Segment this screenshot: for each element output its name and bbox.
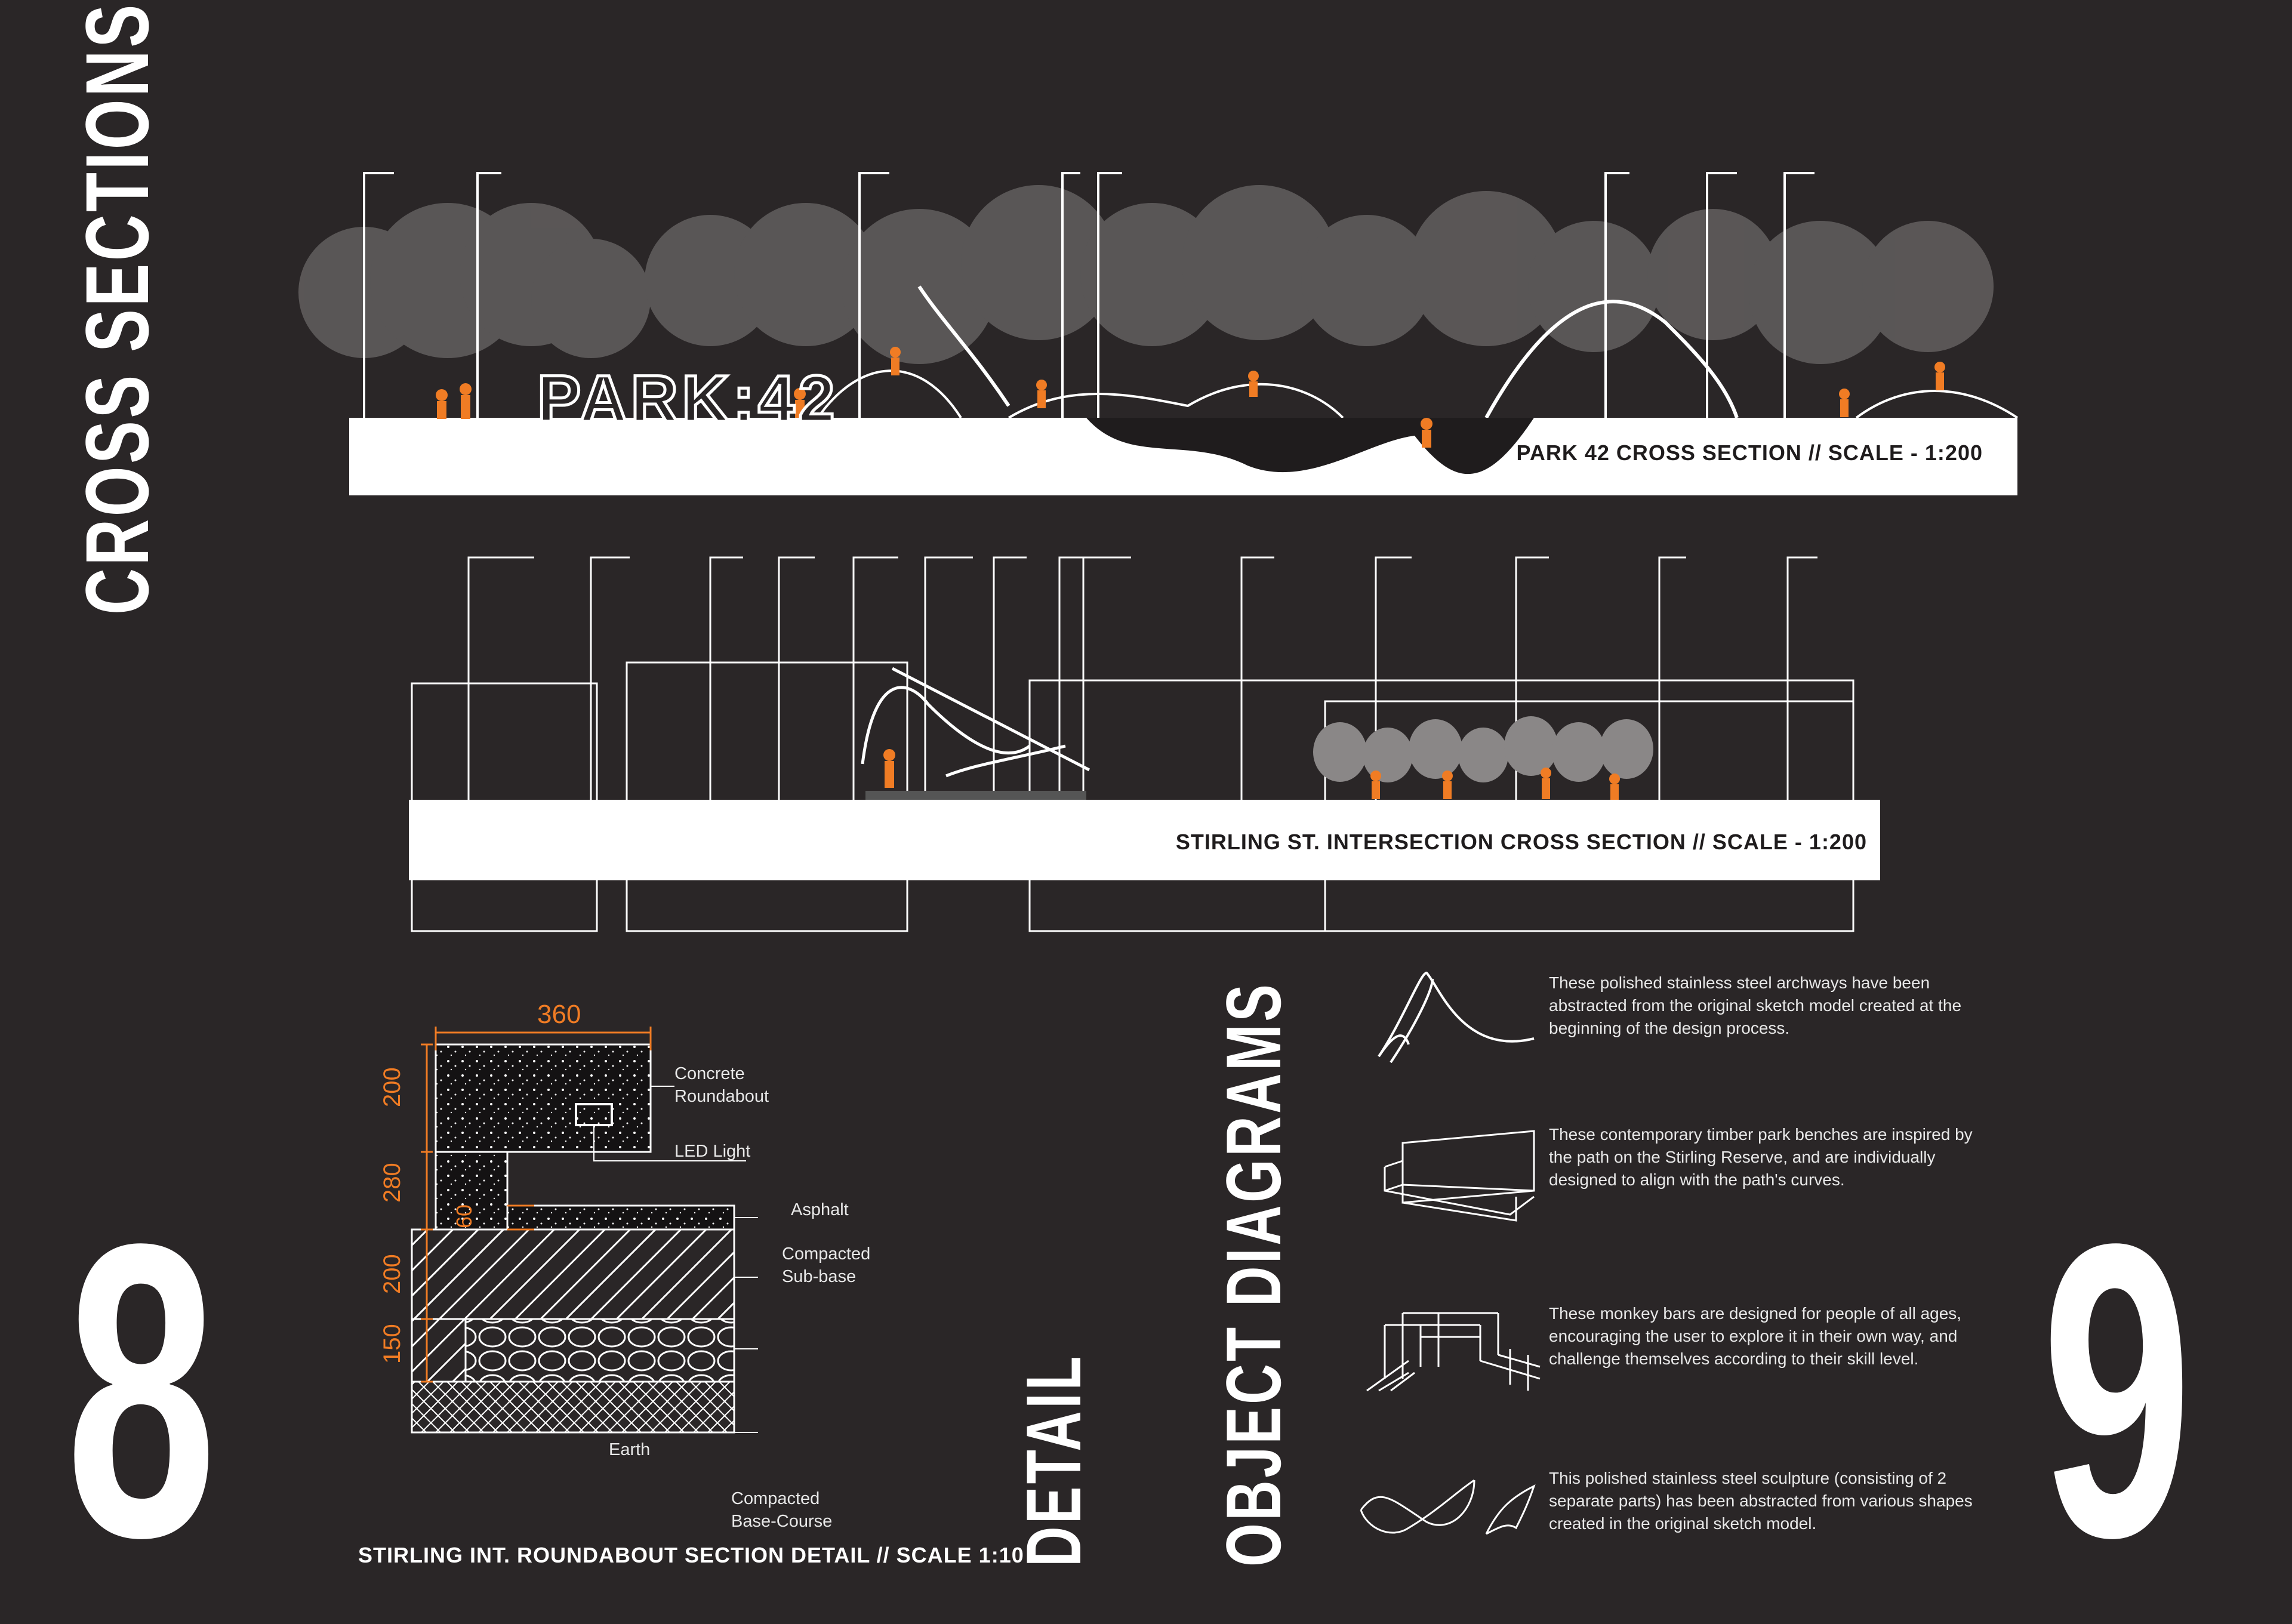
page-number-right: 9	[2041, 1157, 2193, 1624]
dim-200-mid: 200	[379, 1254, 405, 1294]
object-desc-sculpture: This polished stainless steel sculpture …	[1549, 1469, 1973, 1533]
stirling-caption: STIRLING ST. INTERSECTION CROSS SECTION …	[1175, 830, 1867, 854]
label-led-light: LED Light	[674, 1142, 751, 1161]
detail-caption: STIRLING INT. ROUNDABOUT SECTION DETAIL …	[358, 1543, 1024, 1567]
object-desc-archway: These polished stainless steel archways …	[1549, 973, 1962, 1037]
dim-60: 60	[452, 1204, 476, 1228]
label-earth: Earth	[609, 1440, 651, 1459]
label-compacted-base-course: Compacted Base-Course	[731, 1489, 833, 1531]
dim-200-top: 200	[379, 1067, 405, 1107]
label-compacted-sub-base: Compacted Sub-base	[782, 1244, 871, 1286]
page-number-left: 8	[66, 1157, 217, 1624]
bench-icon	[1384, 1130, 1535, 1222]
sculpture-icon	[1360, 1479, 1536, 1535]
park42-drawing	[298, 172, 2019, 495]
detail-title: DETAIL	[1010, 1354, 1097, 1567]
roundabout-detail-drawing	[411, 1027, 758, 1434]
object-desc-bench: These contemporary timber park benches a…	[1549, 1125, 1973, 1189]
monkey-bars-icon	[1366, 1312, 1541, 1392]
object-diagrams-title: OBJECT DIAGRAMS	[1210, 981, 1297, 1567]
object-desc-monkey-bars: These monkey bars are designed for peopl…	[1549, 1304, 1962, 1368]
park42-caption: PARK 42 CROSS SECTION // SCALE - 1:200	[1516, 440, 1983, 465]
cross-sections-title: CROSS SECTIONS	[67, 2, 167, 615]
label-concrete-roundabout: Concrete Roundabout	[674, 1064, 769, 1106]
dim-280: 280	[379, 1163, 405, 1203]
archway-icon	[1378, 971, 1535, 1064]
label-asphalt: Asphalt	[791, 1200, 849, 1219]
park42-sign: PARK:42	[536, 361, 839, 437]
dim-150: 150	[379, 1324, 405, 1364]
stirling-section: STIRLING ST. INTERSECTION CROSS SECTION …	[409, 549, 1880, 932]
dim-360: 360	[537, 1000, 581, 1029]
stirling-drawing	[409, 556, 1880, 932]
park42-section: PARK:42 PARK 42 CROSS SECTION // SCALE -…	[292, 155, 2019, 495]
